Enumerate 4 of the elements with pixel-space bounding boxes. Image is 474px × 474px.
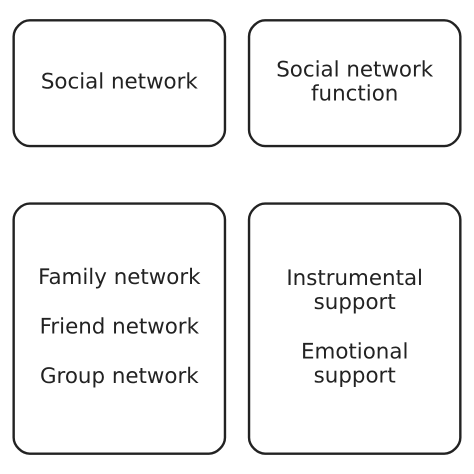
node-box: Social network function [248, 19, 462, 148]
node-box: Social network [12, 19, 226, 148]
node-box: Instrumental support Emotional support [248, 202, 462, 455]
node-box: Family network Friend network Group network [12, 202, 226, 455]
